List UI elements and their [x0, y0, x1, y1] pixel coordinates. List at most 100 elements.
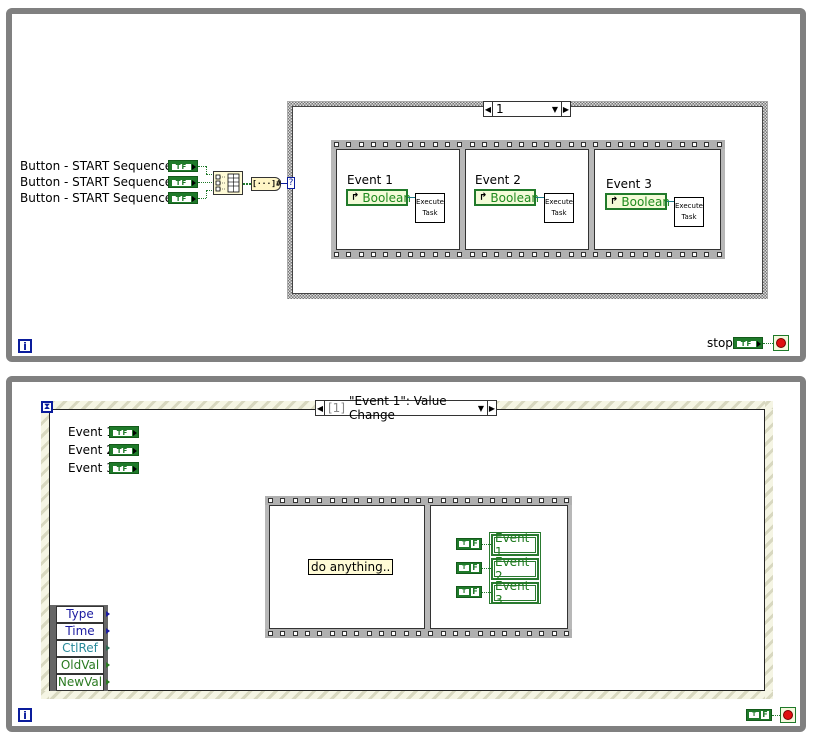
boolean-terminal-start-seq-3[interactable]: TF: [168, 192, 198, 204]
event-selector-label[interactable]: ◀ [1] "Event 1": Value Change ▼ ▶: [315, 394, 497, 422]
event-data-time[interactable]: Time: [56, 623, 104, 640]
output-arrow-icon: [106, 611, 110, 617]
event-data-ctlref[interactable]: CtlRef: [56, 640, 104, 657]
sprocket-hole: [617, 252, 623, 257]
sprocket-hole: [432, 252, 438, 257]
sprocket-hole: [667, 142, 673, 147]
output-arrow-icon: [106, 679, 110, 685]
timeout-hourglass-icon[interactable]: ⧗: [41, 401, 53, 413]
sprocket-hole: [519, 142, 525, 147]
event-case-name: "Event 1": Value Change: [349, 394, 447, 422]
sprocket-hole: [469, 252, 475, 257]
sprocket-hole: [691, 252, 697, 257]
sprocket-hole: [304, 498, 310, 503]
boolean-reference-1[interactable]: ↱Boolean: [346, 189, 411, 206]
sprocket-hole: [477, 631, 483, 636]
local-variable-event-2[interactable]: Event 2: [491, 555, 539, 583]
sprocket-hole: [280, 631, 286, 636]
output-arrow-icon: [757, 341, 761, 347]
sprocket-hole: [391, 631, 397, 636]
event-data-oldval[interactable]: OldVal: [56, 657, 104, 674]
sprocket-hole: [334, 252, 339, 257]
boolean-terminal-start-seq-2[interactable]: TF: [168, 176, 198, 188]
reference-icon: ↱: [610, 196, 619, 207]
boolean-wire[interactable]: [198, 182, 214, 183]
control-label-start-seq-2: Button - START Sequence 2: [20, 175, 184, 189]
local-variable-event-3[interactable]: Event 3: [491, 579, 539, 607]
sprocket-hole: [469, 142, 475, 147]
previous-event-case-button[interactable]: ◀: [316, 401, 325, 415]
boolean-wire[interactable]: [206, 174, 214, 175]
case-selector-label[interactable]: ◀ 1 ▼ ▶: [483, 101, 571, 117]
local-variable-event-1[interactable]: Event 1: [491, 531, 539, 559]
iteration-terminal-icon[interactable]: i: [18, 708, 32, 722]
sprocket-hole: [531, 142, 537, 147]
numeric-wire[interactable]: [281, 183, 288, 184]
event-data-type[interactable]: Type: [56, 606, 104, 623]
build-array-glyph-icon: [215, 173, 240, 193]
boolean-wire[interactable]: [206, 190, 214, 191]
decrement-case-button[interactable]: ◀: [484, 102, 493, 116]
event-data-newval[interactable]: NewVal: [56, 674, 104, 691]
sprocket-hole: [408, 252, 414, 257]
sprocket-hole: [605, 252, 611, 257]
boolean-array-wire[interactable]: [243, 183, 251, 185]
boolean-reference-3[interactable]: ↱Boolean: [605, 193, 670, 210]
event-2-boolean-terminal[interactable]: TF: [109, 444, 139, 456]
build-array-icon[interactable]: [213, 171, 243, 195]
sprocket-hole: [383, 142, 389, 147]
sprocket-hole: [519, 252, 525, 257]
sprocket-hole: [415, 631, 421, 636]
control-label-start-seq-1: Button - START Sequence 1: [20, 159, 184, 173]
reference-wire[interactable]: [536, 197, 545, 198]
next-event-case-button[interactable]: ▶: [487, 401, 496, 415]
event-1-boolean-terminal[interactable]: TF: [109, 426, 139, 438]
boolean-terminal-start-seq-1[interactable]: TF: [168, 160, 198, 172]
boolean-array-to-number-icon[interactable]: [···]#: [251, 177, 281, 191]
loop-condition-stop-icon[interactable]: [780, 707, 796, 723]
increment-case-button[interactable]: ▶: [561, 102, 570, 116]
boolean-wire[interactable]: [763, 343, 773, 344]
sprocket-hole: [482, 142, 488, 147]
sprocket-hole: [395, 142, 401, 147]
sprocket-hole: [593, 142, 599, 147]
free-label-note[interactable]: do anything..: [308, 559, 394, 575]
reference-wire[interactable]: [408, 197, 416, 198]
boolean-wire[interactable]: [482, 592, 491, 593]
boolean-wire[interactable]: [198, 198, 206, 199]
iteration-terminal-icon[interactable]: i: [18, 339, 32, 353]
sprocket-hole: [383, 252, 389, 257]
event-3-boolean-terminal[interactable]: TF: [109, 462, 139, 474]
sprocket-hole: [654, 142, 660, 147]
case-selector-terminal[interactable]: ?: [287, 177, 295, 189]
output-arrow-icon: [106, 662, 110, 668]
stop-boolean-terminal[interactable]: TF: [733, 337, 763, 349]
reference-wire[interactable]: [667, 201, 675, 202]
event-data-node[interactable]: Type Time CtlRef OldVal NewVal: [50, 605, 108, 691]
sprocket-hole: [366, 498, 372, 503]
boolean-wire[interactable]: [482, 568, 491, 569]
sprocket-hole: [605, 142, 611, 147]
loop-condition-stop-icon[interactable]: [773, 335, 789, 351]
boolean-wire[interactable]: [198, 166, 206, 167]
boolean-wire[interactable]: [206, 190, 207, 198]
boolean-wire[interactable]: [482, 544, 491, 545]
boolean-wire[interactable]: [206, 166, 207, 174]
sprocket-hole: [420, 252, 426, 257]
boolean-reference-2[interactable]: ↱Boolean: [474, 189, 539, 206]
case-dropdown-icon[interactable]: ▼: [551, 104, 558, 114]
sprocket-hole: [563, 498, 569, 503]
sprocket-hole: [395, 252, 401, 257]
event-case-dropdown-icon[interactable]: ▼: [477, 403, 484, 413]
sprocket-hole: [329, 498, 335, 503]
sprocket-hole: [329, 631, 335, 636]
boolean-wire[interactable]: [772, 715, 780, 716]
sprocket-hole: [716, 142, 722, 147]
